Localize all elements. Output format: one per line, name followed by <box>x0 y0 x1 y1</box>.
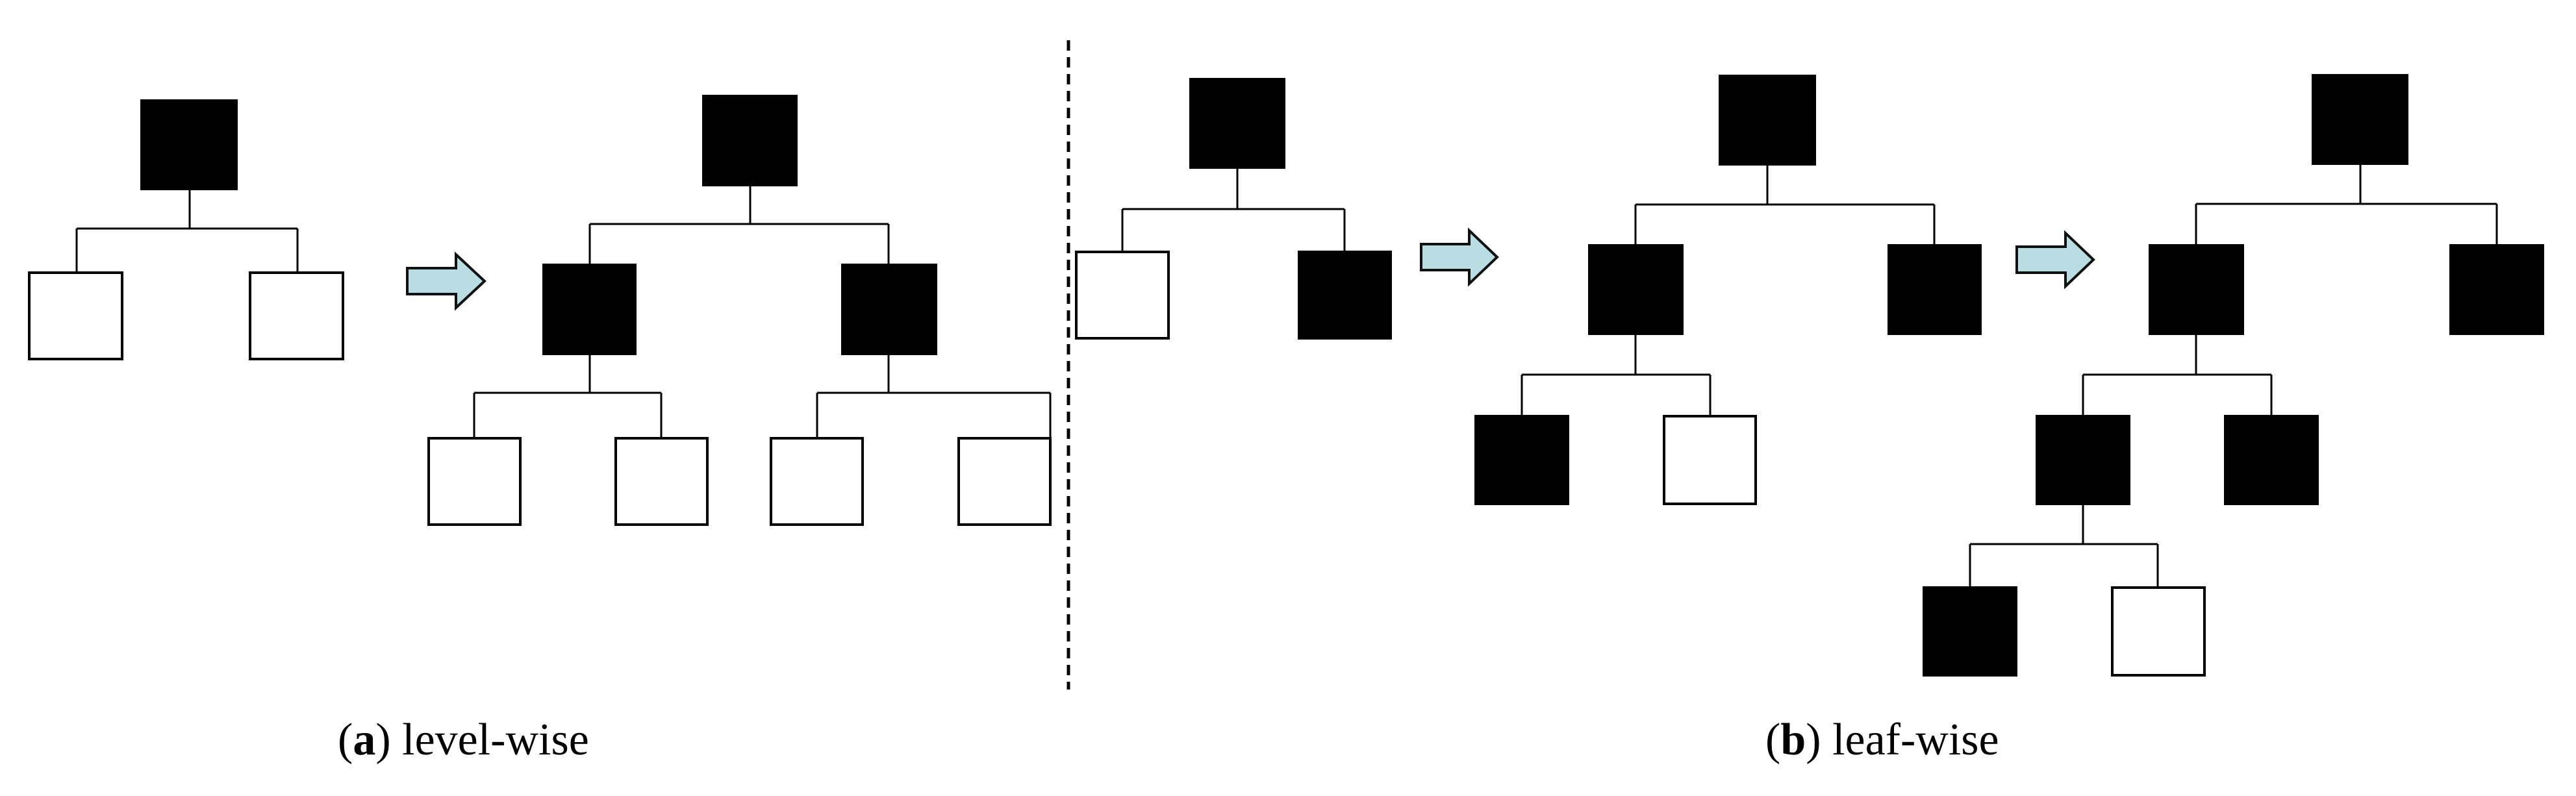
node-filled <box>2149 244 2244 335</box>
node-filled <box>140 99 238 190</box>
caption-text: leaf-wise <box>1832 715 1999 765</box>
caption-level-wise: (a) level-wise <box>338 715 589 765</box>
arrow-right-icon <box>2015 230 2095 290</box>
node-filled <box>702 95 798 186</box>
node-filled <box>1189 78 1285 169</box>
tree-b3 <box>1923 74 2544 677</box>
node-empty <box>249 271 344 360</box>
arrow-right-icon <box>1420 227 1499 287</box>
leaf-wise-panel <box>1075 74 2544 677</box>
node-empty <box>427 437 522 526</box>
level-wise-panel <box>28 95 1052 526</box>
node-empty <box>957 437 1052 526</box>
node-empty <box>770 437 864 526</box>
tree-a1 <box>28 99 344 360</box>
node-empty <box>1663 415 1757 505</box>
node-empty <box>1075 251 1170 340</box>
node-empty <box>614 437 709 526</box>
tree-b1 <box>1075 78 1392 340</box>
node-filled <box>1298 251 1392 340</box>
tree-a2 <box>427 95 1052 526</box>
caption-text: level-wise <box>402 715 589 765</box>
node-filled <box>2224 415 2319 505</box>
caption-letter: a <box>353 715 376 765</box>
caption-letter: b <box>1780 715 1806 765</box>
arrow-right-icon <box>406 251 486 311</box>
tree-b2 <box>1474 75 1982 505</box>
node-filled <box>841 264 937 355</box>
node-filled <box>1474 415 1569 505</box>
node-filled <box>2036 415 2130 505</box>
node-filled <box>2449 244 2544 335</box>
node-filled <box>1888 244 1982 335</box>
node-empty <box>2111 586 2206 677</box>
node-filled <box>1588 244 1684 335</box>
caption-leaf-wise: (b) leaf-wise <box>1765 715 1999 765</box>
node-filled <box>1719 75 1816 166</box>
node-filled <box>1923 586 2017 677</box>
node-filled <box>542 264 637 355</box>
node-empty <box>28 271 123 360</box>
node-filled <box>2312 74 2408 165</box>
